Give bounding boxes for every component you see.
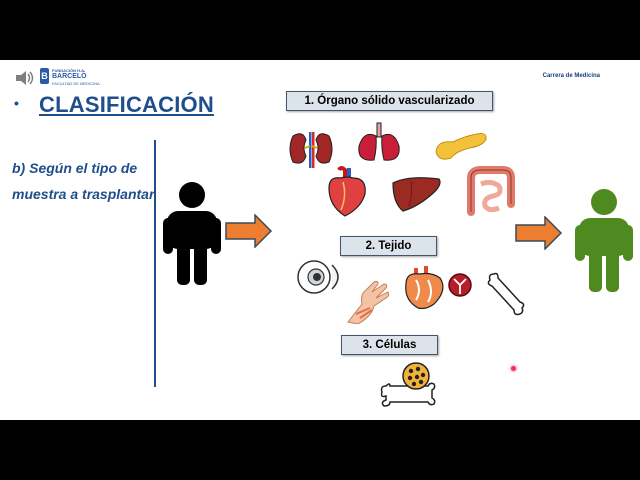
logo-mark: B <box>40 68 49 84</box>
arrow-right-icon <box>225 214 273 248</box>
skin-hand-icon <box>347 280 390 324</box>
donor-person-icon <box>163 182 221 285</box>
heart-icon <box>328 166 366 217</box>
logo-top: FUNDACIÓN H.A. <box>52 68 86 73</box>
slide-title: CLASIFICACIÓN <box>39 92 214 117</box>
bone-icon <box>487 272 525 316</box>
career-label: Carrera de Medicina <box>542 73 600 79</box>
pancreas-icon <box>435 133 487 160</box>
lungs-icon <box>358 122 400 161</box>
logo-subtitle: FACULTAD DE MEDICINA <box>52 81 100 86</box>
category-cells-label: 3. Células <box>341 335 438 355</box>
logo-name: FUNDACIÓN H.A. BARCELÓ <box>52 68 87 81</box>
divider-line <box>154 140 156 387</box>
eye-cornea-icon <box>297 260 339 294</box>
slide-subtitle: b) Según el tipo de muestra a trasplanta… <box>12 160 155 202</box>
heart-valve-icon <box>405 266 444 310</box>
recipient-person-icon <box>575 189 633 292</box>
arrow-right-icon <box>515 216 563 250</box>
liver-icon <box>392 177 441 212</box>
speaker-icon[interactable] <box>14 68 36 88</box>
slide: B FUNDACIÓN H.A. BARCELÓ FACULTAD DE MED… <box>0 60 640 420</box>
bone-marrow-cells-icon <box>380 362 436 407</box>
title-bullet: • <box>14 95 19 111</box>
university-logo: B FUNDACIÓN H.A. BARCELÓ FACULTAD DE MED… <box>40 68 100 88</box>
laser-pointer-dot <box>511 366 516 371</box>
kidneys-icon <box>289 132 333 168</box>
intestine-icon <box>467 166 515 216</box>
logo-title: BARCELÓ <box>52 73 87 80</box>
valve-icon <box>448 273 472 297</box>
category-solid-organ-label: 1. Órgano sólido vascularizado <box>286 91 493 111</box>
category-tissue-label: 2. Tejido <box>340 236 437 256</box>
